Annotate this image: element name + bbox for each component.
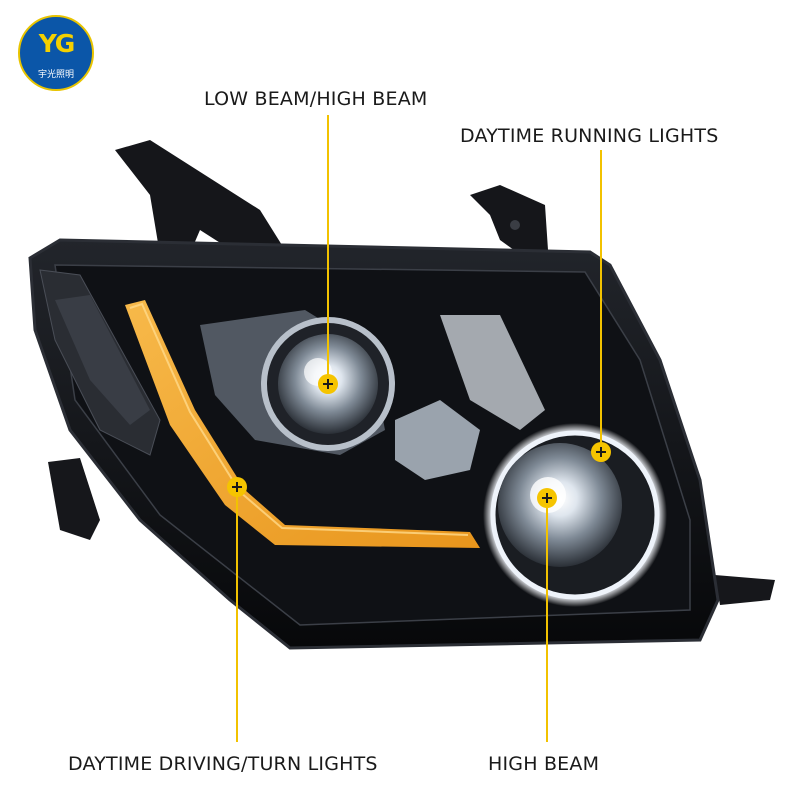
brand-logo: YG 宇光照明 — [18, 15, 94, 91]
projector-lens-lower — [483, 423, 667, 607]
label-daytime-running-lights: DAYTIME RUNNING LIGHTS — [460, 125, 719, 147]
drl-strip — [125, 300, 480, 548]
mounting-bracket-bottom — [48, 458, 775, 605]
label-daytime-driving-turn-lights: DAYTIME DRIVING/TURN LIGHTS — [68, 753, 378, 775]
marker-daytime-driving-turn-lights — [227, 477, 247, 497]
label-low-high-beam: LOW BEAM/HIGH BEAM — [204, 88, 428, 110]
logo-text: 宇光照明 — [37, 70, 74, 80]
marker-daytime-running-lights — [591, 442, 611, 462]
label-high-beam: HIGH BEAM — [488, 753, 600, 775]
marker-low-high-beam — [318, 374, 338, 394]
callout-lines — [236, 115, 602, 742]
mounting-bracket-right — [470, 185, 548, 258]
mounting-bracket-left — [115, 140, 285, 265]
marker-high-beam — [537, 488, 557, 508]
logo-mark: YG — [38, 29, 76, 58]
